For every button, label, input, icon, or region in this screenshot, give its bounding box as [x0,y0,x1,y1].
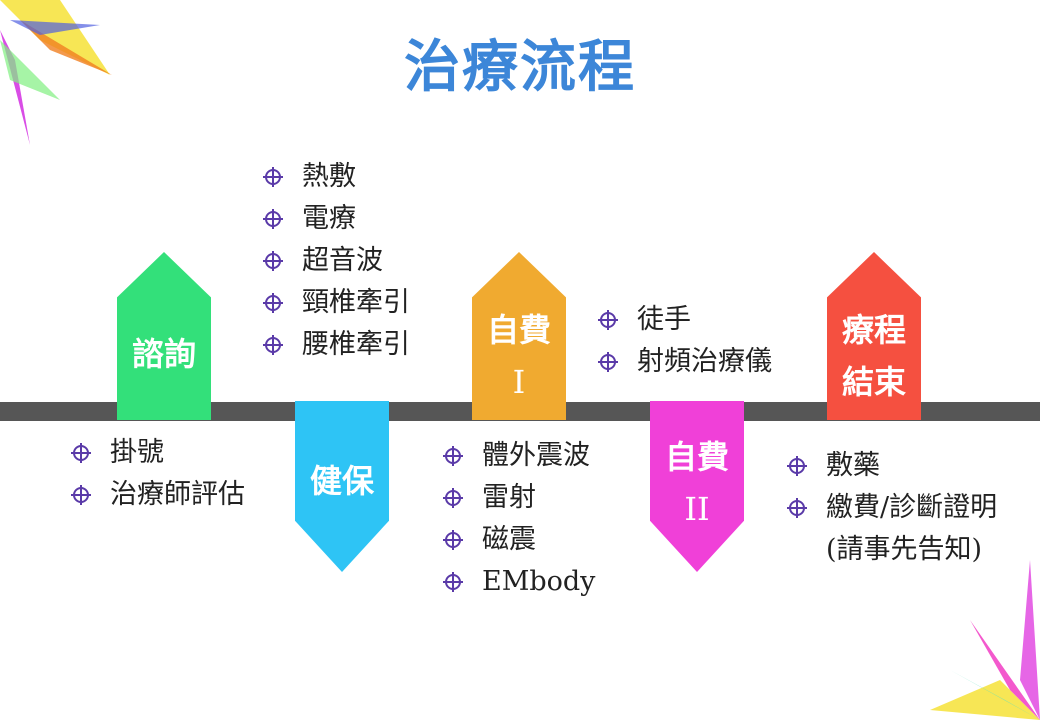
crosshair-bullet-icon [598,310,618,330]
list-item: 腰椎牽引 [262,324,410,366]
step-self-pay-2-label: 自費 [664,438,729,476]
step-self-pay-2-numeral: II [684,490,710,528]
list-item-text: 繳費/診斷證明(請事先告知) [826,492,998,565]
list-item-text: EMbody [482,566,596,597]
list-item-text: 熱敷 [302,161,356,192]
list-item: 掛號 [70,432,245,474]
crosshair-bullet-icon [598,352,618,372]
list-item-text: 體外震波 [482,440,590,471]
step-end-label-2: 結束 [841,363,906,401]
step-self-pay-1-label: 自費 [486,311,551,349]
step-self-pay-1-numeral: I [512,363,526,401]
list-item: 電療 [262,198,410,240]
list-item: 射頻治療儀 [597,341,772,383]
crosshair-bullet-icon [263,167,283,187]
crosshair-bullet-icon [443,488,463,508]
list-end: 敷藥繳費/診斷證明(請事先告知) [786,445,1026,571]
list-item: 頸椎牽引 [262,282,410,324]
crosshair-bullet-icon [71,443,91,463]
list-item: 徒手 [597,299,772,341]
list-item-text: 掛號 [110,437,164,468]
crosshair-bullet-icon [787,498,807,518]
crosshair-bullet-icon [443,446,463,466]
list-item-text: 徒手 [637,304,691,335]
crosshair-bullet-icon [263,335,283,355]
crosshair-bullet-icon [263,251,283,271]
crosshair-bullet-icon [263,293,283,313]
list-item: 體外震波 [442,435,595,477]
list-item-text: 射頻治療儀 [637,346,772,377]
list-consult: 掛號治療師評估 [70,432,245,516]
step-insurance-label: 健保 [309,462,374,500]
list-item-text: 磁震 [482,524,536,555]
step-end-label-1: 療程 [841,311,906,349]
crosshair-bullet-icon [787,456,807,476]
step-consult-label: 諮詢 [131,335,196,373]
crosshair-bullet-icon [71,485,91,505]
list-insurance: 熱敷電療超音波頸椎牽引腰椎牽引 [262,156,410,366]
list-item: 熱敷 [262,156,410,198]
list-item-text: 頸椎牽引 [302,287,410,318]
list-item: 雷射 [442,477,595,519]
list-item-text: 敷藥 [826,450,880,481]
list-item-text: 治療師評估 [110,479,245,510]
decorative-burst-bottom-right [930,560,1040,720]
crosshair-bullet-icon [263,209,283,229]
page-title: 治療流程 [404,34,636,100]
list-item: 治療師評估 [70,474,245,516]
list-item: 敷藥 [786,445,1026,487]
crosshair-bullet-icon [443,572,463,592]
list-item-text: 電療 [302,203,356,234]
list-self-pay-1: 體外震波雷射磁震 EMbody [442,435,595,603]
list-item-text: 雷射 [482,482,536,513]
list-item: 超音波 [262,240,410,282]
list-self-pay-2: 徒手射頻治療儀 [597,299,772,383]
list-item: 磁震 [442,519,595,561]
list-item-text: 腰椎牽引 [302,329,410,360]
list-item: 繳費/診斷證明(請事先告知) [786,487,1026,571]
list-item-text: 超音波 [302,245,383,276]
crosshair-bullet-icon [443,530,463,550]
list-item: EMbody [442,561,595,603]
